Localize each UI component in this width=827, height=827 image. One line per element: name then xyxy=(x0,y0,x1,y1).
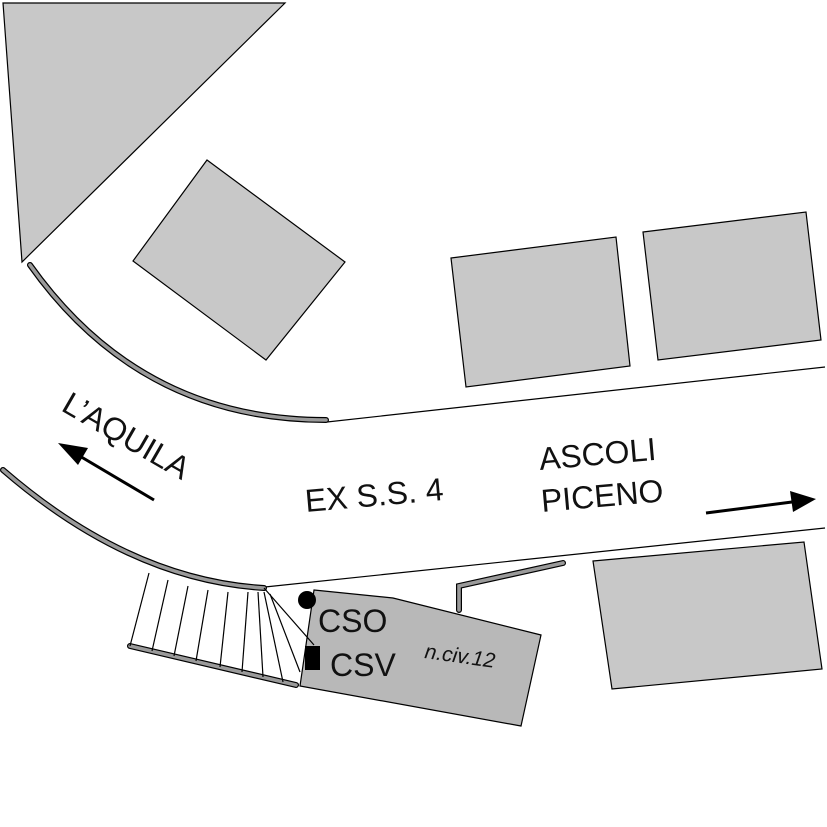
label-ascoli: ASCOLI xyxy=(537,431,657,477)
stair-line xyxy=(263,591,284,683)
building-target-ncv12 xyxy=(299,589,542,727)
buildings xyxy=(2,2,823,727)
kerb-south-curve-fill xyxy=(1,468,266,590)
label-piceno: PICENO xyxy=(539,472,664,519)
kerb-stairs-bottom-fill xyxy=(128,644,298,687)
stair-line xyxy=(241,591,249,673)
road-edges xyxy=(264,366,826,588)
label-laquila: L’AQUILA xyxy=(57,385,197,487)
stair-line xyxy=(219,591,229,668)
label-road-name: EX S.S. 4 xyxy=(303,471,444,519)
stair-line xyxy=(257,591,264,678)
building-triangle-northwest xyxy=(2,2,287,264)
filled-square-icon xyxy=(305,646,320,670)
stair-line xyxy=(173,585,189,657)
building-northeast-left xyxy=(450,236,631,388)
staircase xyxy=(129,572,315,683)
kerb-southeast xyxy=(456,560,566,613)
kerbs xyxy=(0,262,566,688)
building-northeast-right xyxy=(642,211,822,361)
building-southeast xyxy=(592,541,823,690)
stair-line xyxy=(151,579,169,652)
kerb-southeast-fill xyxy=(457,561,565,612)
arrow-left-icon xyxy=(58,443,155,502)
kerb-north-curve-fill xyxy=(28,263,328,422)
filled-circle-icon xyxy=(298,591,316,609)
building-square-north xyxy=(132,159,346,361)
label-cso: CSO xyxy=(318,603,387,639)
label-csv: CSV xyxy=(330,647,396,683)
stair-line xyxy=(195,589,209,662)
road-edge-south xyxy=(264,527,826,588)
arrow-right-icon xyxy=(705,491,816,515)
stair-side xyxy=(263,587,315,646)
stair-line xyxy=(129,572,150,647)
stair-line xyxy=(269,593,301,673)
road-edge-north xyxy=(326,366,826,423)
